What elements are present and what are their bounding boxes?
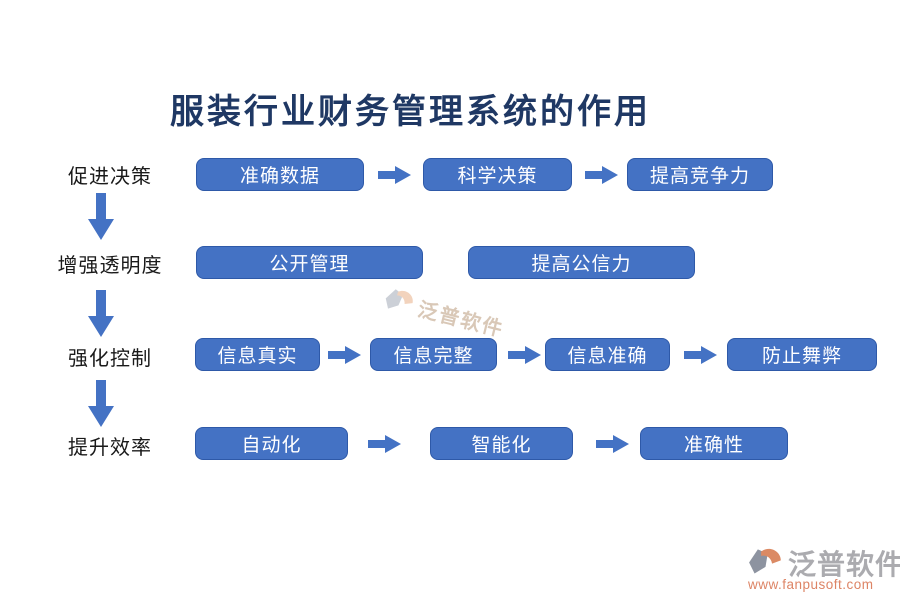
footer-brand: 泛普软件 xyxy=(788,550,900,581)
flow-box: 准确性 xyxy=(640,427,788,460)
down-arrow-icon xyxy=(88,193,114,240)
flow-box: 科学决策 xyxy=(423,158,572,191)
flow-box: 信息准确 xyxy=(545,338,670,371)
flow-box: 信息完整 xyxy=(370,338,497,371)
fanpu-logo-icon xyxy=(749,548,781,574)
flow-box: 自动化 xyxy=(195,427,348,460)
down-arrow-icon xyxy=(88,380,114,427)
flow-box: 智能化 xyxy=(430,427,573,460)
flow-box: 提高公信力 xyxy=(468,246,695,279)
right-arrow-icon xyxy=(684,346,717,364)
category-label-efficiency: 提升效率 xyxy=(68,437,152,459)
down-arrow-icon xyxy=(88,290,114,337)
category-label-decision: 促进决策 xyxy=(68,166,152,188)
flow-box: 提高竞争力 xyxy=(627,158,773,191)
watermark: 泛普软件 xyxy=(381,284,508,343)
flow-box: 准确数据 xyxy=(196,158,364,191)
category-label-control: 强化控制 xyxy=(68,348,152,370)
diagram-title: 服装行业财务管理系统的作用 xyxy=(170,94,651,131)
flow-box: 信息真实 xyxy=(195,338,320,371)
right-arrow-icon xyxy=(368,435,401,453)
flow-box: 公开管理 xyxy=(196,246,423,279)
right-arrow-icon xyxy=(378,166,411,184)
right-arrow-icon xyxy=(328,346,361,364)
right-arrow-icon xyxy=(596,435,629,453)
category-label-transparency: 增强透明度 xyxy=(57,255,163,277)
flow-box: 防止舞弊 xyxy=(727,338,877,371)
footer-url: www.fanpusoft.com xyxy=(748,577,874,592)
fanpu-logo-icon xyxy=(385,289,413,309)
right-arrow-icon xyxy=(508,346,541,364)
right-arrow-icon xyxy=(585,166,618,184)
watermark-text: 泛普软件 xyxy=(415,298,507,341)
